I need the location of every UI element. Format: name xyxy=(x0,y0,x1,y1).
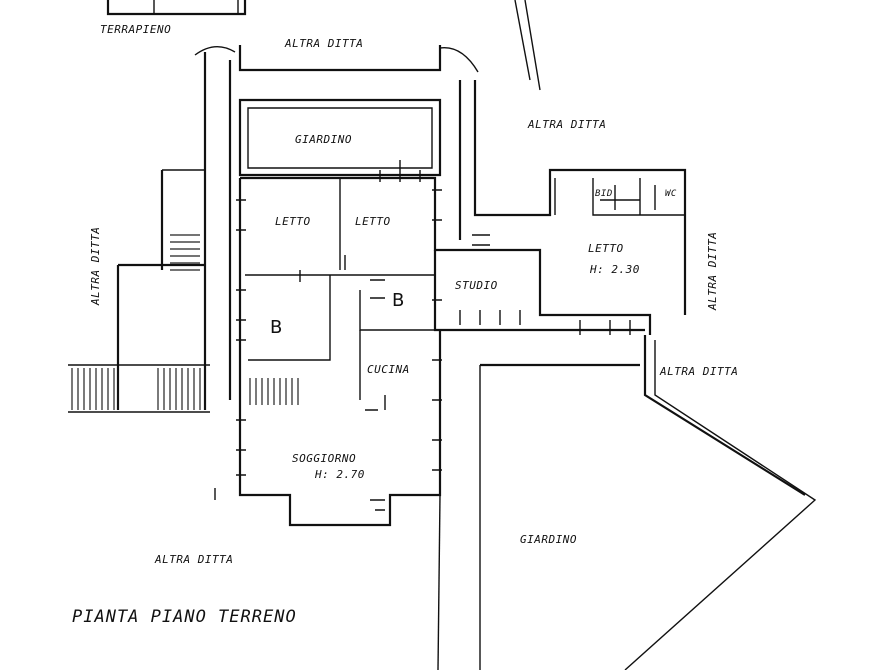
label-cucina: CUCINA xyxy=(367,363,410,376)
label-bagno-1: B xyxy=(270,317,282,338)
label-studio: STUDIO xyxy=(455,279,498,292)
label-giardino-bottom: GIARDINO xyxy=(520,533,577,546)
label-terrapieno: TERRAPIENO xyxy=(100,23,171,36)
label-altra-ditta-left: ALTRA DITTA xyxy=(89,227,102,306)
label-altra-ditta-right-low: ALTRA DITTA xyxy=(659,365,738,378)
label-altra-ditta-right-mid: ALTRA DITTA xyxy=(706,232,719,311)
stairs xyxy=(68,234,299,413)
label-letto-2: LETTO xyxy=(355,215,391,228)
label-altra-ditta-bottom: ALTRA DITTA xyxy=(154,553,233,566)
opening-ticks xyxy=(214,160,656,511)
terrapieno-fragment xyxy=(106,0,247,16)
outer-walls xyxy=(116,0,817,670)
label-bagno-2: B xyxy=(392,290,404,311)
room-labels: TERRAPIENO ALTRA DITTA ALTRA DITTA ALTRA… xyxy=(72,23,738,627)
label-wc: WC xyxy=(665,189,677,199)
label-giardino-top: GIARDINO xyxy=(295,133,352,146)
label-soggiorno-height: H: 2.70 xyxy=(314,468,365,481)
label-letto-3: LETTO xyxy=(588,242,624,255)
label-letto-1: LETTO xyxy=(275,215,311,228)
drawing-title: PIANTA PIANO TERRENO xyxy=(72,607,297,627)
label-bidet: BID xyxy=(595,189,613,199)
label-altra-ditta-right-top: ALTRA DITTA xyxy=(527,118,606,131)
label-altra-ditta-top: ALTRA DITTA xyxy=(284,37,363,50)
label-soggiorno: SOGGIORNO xyxy=(292,452,356,465)
label-letto-3-height: H: 2.30 xyxy=(589,263,640,276)
